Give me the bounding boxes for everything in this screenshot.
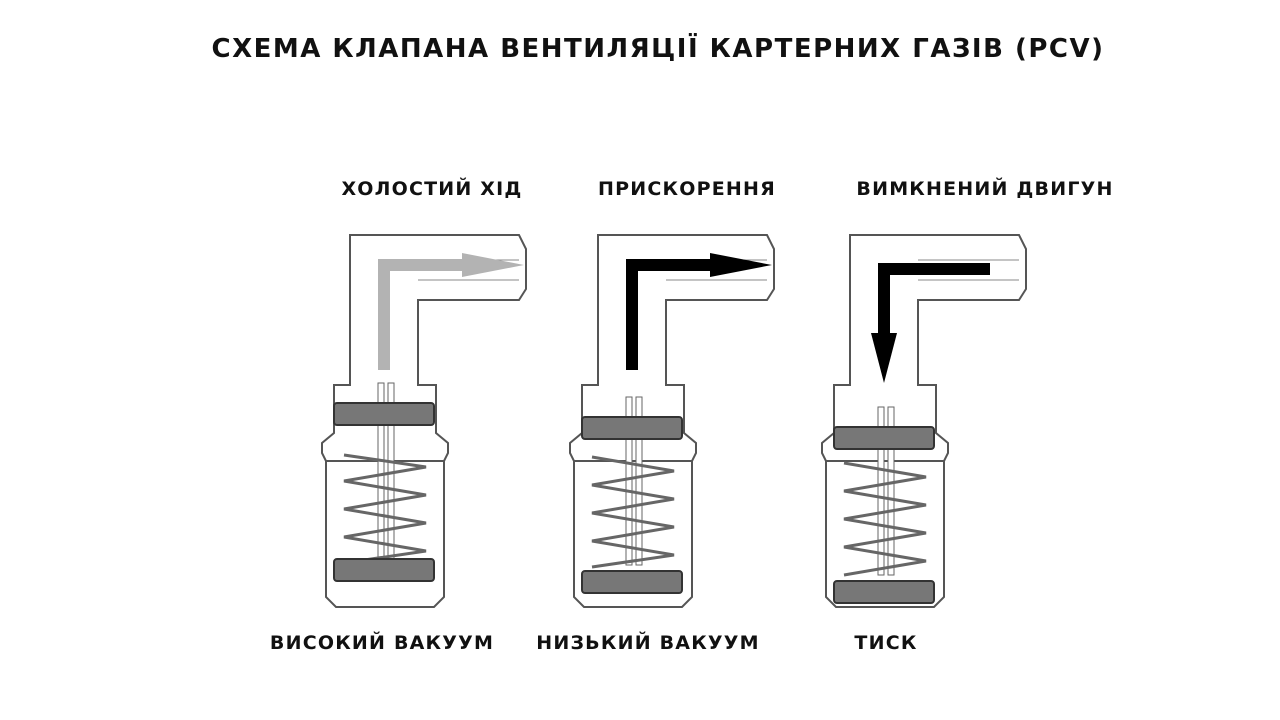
flow-arrow-head: [710, 253, 772, 277]
pcv-valve-idle: [321, 234, 527, 608]
valve-disc: [581, 416, 683, 440]
diagram-title: СХЕМА КЛАПАНА ВЕНТИЛЯЦІЇ КАРТЕРНИХ ГАЗІВ…: [211, 34, 1105, 64]
pcv-valve-acceleration: [569, 234, 775, 608]
flow-arrow: [378, 259, 464, 370]
valve-disc: [581, 570, 683, 594]
state-label-idle: ХОЛОСТИЙ ХІД: [341, 178, 523, 200]
condition-label-low-vacuum: НИЗЬКИЙ ВАКУУМ: [536, 632, 760, 654]
condition-label-pressure: ТИСК: [854, 632, 918, 654]
valve-disc: [333, 558, 435, 582]
flow-arrow-head: [462, 253, 524, 277]
pcv-valve-engine-off: [821, 234, 1027, 608]
condition-label-high-vacuum: ВИСОКИЙ ВАКУУМ: [269, 632, 495, 654]
flow-arrow-head: [871, 333, 897, 383]
valve-disc: [833, 580, 935, 604]
state-label-acceleration: ПРИСКОРЕННЯ: [598, 178, 776, 200]
flow-arrow: [626, 259, 712, 370]
valve-disc: [333, 402, 435, 426]
flow-arrow: [878, 263, 990, 335]
state-label-engine-off: ВИМКНЕНИЙ ДВИГУН: [856, 178, 1114, 200]
valve-disc: [833, 426, 935, 450]
